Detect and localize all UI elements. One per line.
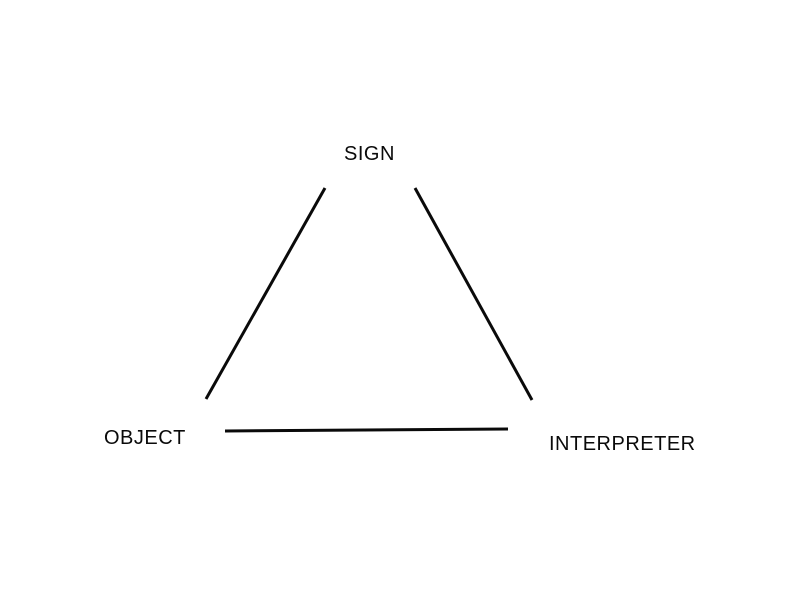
- sign-label: SIGN: [344, 143, 395, 165]
- edge-sign-interpreter: [413, 187, 534, 401]
- interpreter-label: INTERPRETER: [549, 433, 696, 455]
- edge-object-interpreter: [224, 427, 509, 433]
- object-label: OBJECT: [104, 427, 186, 449]
- edge-sign-object: [204, 187, 327, 400]
